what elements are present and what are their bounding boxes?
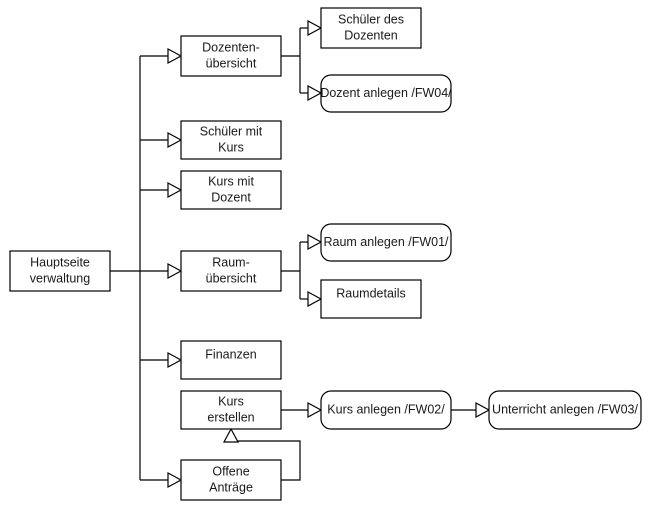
node-hauptseite[interactable]: Hauptseite verwaltung [9,250,111,292]
node-label-kurs-erstellen: erstellen [207,410,254,424]
node-raumuebersicht[interactable]: Raum-übersicht [180,250,282,292]
node-kurs-anlegen[interactable]: Kurs anlegen /FW02/ [320,390,452,430]
node-label-raumdetails: Raumdetails [336,286,405,300]
node-label-schueler-mit-kurs: Schüler mit [200,124,263,138]
node-label-hauptseite: Hauptseite [30,255,90,269]
arrow-dozentenuebersicht-icon [167,47,183,65]
arrow-unterricht-anlegen-icon [475,401,491,419]
arrow-schueler-des-dozenten-icon [307,19,323,37]
node-shape-kurs-erstellen [180,390,282,430]
node-label-offene-antraege: Anträge [209,480,253,494]
node-label-finanzen: Finanzen [205,347,256,361]
node-label-schueler-mit-kurs: Kurs [218,140,244,154]
node-label-offene-antraege: Offene [212,464,249,478]
arrow-raumuebersicht-icon [167,262,183,280]
arrow-raumdetails-icon [307,290,323,308]
node-label-raumuebersicht: übersicht [206,271,257,285]
node-label-schueler-des-dozenten: Dozenten [344,28,398,42]
connector-dozentenuebersicht-split [281,28,301,93]
node-raum-anlegen[interactable]: Raum anlegen /FW01/ [320,223,452,262]
node-label-schueler-des-dozenten: Schüler des [338,12,404,26]
node-shape-raumdetails [320,279,422,319]
nodes-layer: HauptseiteverwaltungDozenten-übersichtSc… [9,7,642,501]
node-label-kurs-mit-dozent: Kurs mit [208,174,254,188]
node-finanzen[interactable]: Finanzen [180,340,282,380]
node-label-dozentenuebersicht: Dozenten- [202,40,260,54]
node-label-dozent-anlegen: Dozent anlegen /FW04/ [320,86,452,100]
arrow-schueler-mit-kurs-icon [167,131,183,149]
arrow-kurs-anlegen-icon [307,401,323,419]
node-label-raum-anlegen: Raum anlegen /FW01/ [323,235,449,249]
node-label-kurs-erstellen: Kurs [218,394,244,408]
node-shape-kurs-mit-dozent [180,170,282,210]
arrow-kurs-mit-dozent-icon [167,181,183,199]
node-shape-raumuebersicht [180,250,282,292]
arrow-kurs-erstellen-up-icon [222,427,240,443]
node-label-kurs-anlegen: Kurs anlegen /FW02/ [327,402,445,416]
edges-layer [110,27,478,481]
node-unterricht-anlegen[interactable]: Unterricht anlegen /FW03/ [488,390,642,430]
node-label-raumuebersicht: Raum- [212,255,250,269]
node-shape-finanzen [180,340,282,380]
node-shape-hauptseite [9,250,111,292]
node-kurs-erstellen[interactable]: Kurs erstellen [180,390,282,430]
node-shape-schueler-des-dozenten [320,7,422,49]
node-label-unterricht-anlegen: Unterricht anlegen /FW03/ [492,402,638,416]
node-shape-dozentenuebersicht [180,35,282,77]
arrow-offene-antraege-icon [167,471,183,489]
node-shape-dozent-anlegen [320,74,452,113]
node-dozent-anlegen[interactable]: Dozent anlegen /FW04/ [320,74,452,113]
arrow-raum-anlegen-icon [307,233,323,251]
node-shape-offene-antraege [180,459,282,501]
arrow-finanzen-icon [167,351,183,369]
node-shape-schueler-mit-kurs [180,120,282,160]
node-shape-raum-anlegen [320,223,452,262]
node-shape-kurs-anlegen [320,390,452,430]
node-label-dozentenuebersicht: übersicht [206,56,257,70]
node-raumdetails[interactable]: Raumdetails [320,279,422,319]
node-dozentenuebersicht[interactable]: Dozenten-übersicht [180,35,282,77]
node-label-hauptseite: verwaltung [30,271,90,285]
arrowheads-layer [167,19,491,489]
node-shape-unterricht-anlegen [488,390,642,430]
connector-raumuebersicht-split [281,242,301,299]
node-label-kurs-mit-dozent: Dozent [211,190,251,204]
arrow-dozent-anlegen-icon [307,84,323,102]
